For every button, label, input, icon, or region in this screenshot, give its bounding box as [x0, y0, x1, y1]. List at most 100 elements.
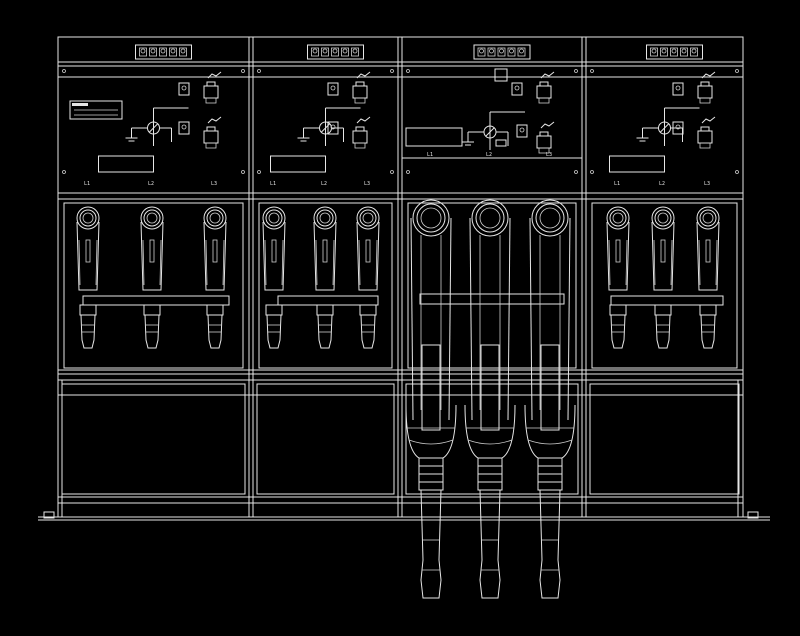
cable-sleeve-segment: [418, 465, 444, 475]
padlock-base: [538, 97, 550, 104]
indicator-dot: [671, 48, 677, 54]
indicator-dot: [691, 48, 697, 54]
cable-termination-icon: [203, 206, 227, 230]
cable-sleeve-segment: [477, 457, 503, 467]
indicator-dot: [681, 48, 687, 54]
padlock-base: [205, 142, 217, 149]
indicator-lamp-icon: [517, 47, 526, 57]
bushing-bulb: [524, 404, 576, 459]
termination-body: [356, 221, 380, 291]
fixing-hole: [241, 170, 245, 174]
padlock-icon: [536, 85, 552, 99]
fixing-hole: [590, 69, 594, 73]
termination-shade: [698, 239, 718, 286]
fixing-hole: [62, 69, 66, 73]
fixing-hole: [241, 69, 245, 73]
padlock-icon: [203, 85, 219, 99]
termination-ring: [265, 209, 283, 227]
indicator-dot: [352, 48, 358, 54]
fixing-hole: [390, 69, 394, 73]
panel-1: [61, 44, 246, 495]
indicator-lamp-icon: [149, 47, 157, 57]
indicator-lamp-icon: [139, 47, 147, 57]
bushing-ring: [535, 203, 565, 233]
lower-compartment: [61, 383, 246, 495]
cable-termination-icon: [262, 206, 286, 230]
indicator-dot: [651, 48, 657, 54]
termination-marker: [660, 239, 666, 263]
bushing-body-left: [410, 217, 414, 421]
cable-clamp: [206, 304, 224, 316]
cable-end: [144, 314, 160, 349]
fixing-hole: [574, 170, 578, 174]
key-switch-icon: [327, 121, 339, 135]
key-hole: [181, 85, 187, 91]
cable-sleeve-segment: [418, 457, 444, 467]
padlock-base: [354, 97, 366, 104]
cable-clamp: [654, 304, 672, 316]
cable-clamp: [316, 304, 334, 316]
nameplate: [609, 155, 665, 173]
termination-marker: [365, 239, 371, 263]
termination-shade: [315, 239, 335, 286]
termination-marker: [212, 239, 218, 263]
cable-sleeve-segment: [537, 457, 563, 467]
lever-handle-icon: [207, 71, 222, 79]
cable-compartment: [258, 202, 393, 369]
bushing-ring: [416, 203, 446, 233]
termination-ring: [79, 209, 97, 227]
bushing-body-right: [507, 217, 511, 421]
cable-end: [610, 314, 626, 349]
padlock-base: [354, 142, 366, 149]
support-bar: [277, 295, 379, 306]
termination-marker: [85, 239, 91, 263]
panel-3: [402, 44, 582, 599]
support-bar: [610, 295, 724, 306]
lever-handle-icon: [540, 71, 555, 79]
cable-sleeve-segment: [477, 465, 503, 475]
bushing-sleeve: [540, 344, 560, 431]
cable-termination-icon: [356, 206, 380, 230]
padlock-shackle: [700, 81, 710, 86]
indicator-strip: [307, 44, 364, 60]
bushing-body-left: [469, 217, 473, 421]
termination-shade: [653, 239, 673, 286]
cable-sleeve-segment: [537, 473, 563, 483]
termination-ring: [359, 209, 377, 227]
indicator-dot: [150, 48, 156, 54]
cable-sleeve-segment: [418, 473, 444, 483]
termination-body: [313, 221, 337, 291]
lower-compartment: [256, 383, 395, 495]
padlock-base: [699, 97, 711, 104]
termination-body: [651, 221, 675, 291]
cable-termination-icon: [696, 206, 720, 230]
disconnector-blade: [149, 123, 158, 133]
bushing-ring: [475, 203, 505, 233]
lever-handle-icon: [356, 116, 371, 124]
indicator-lamp-icon: [660, 47, 668, 57]
support-bar: [82, 295, 230, 306]
padlock-shackle: [206, 126, 216, 131]
lever-handle-icon: [207, 116, 222, 124]
nameplate: [405, 127, 463, 147]
padlock-icon: [203, 130, 219, 144]
key-switch-icon: [327, 82, 339, 96]
key-switch-icon: [511, 82, 523, 96]
indicator-dot: [499, 48, 504, 54]
key-hole: [519, 127, 525, 133]
indicator-dot: [489, 48, 494, 54]
key-hole: [181, 124, 187, 130]
termination-shade: [264, 239, 284, 286]
fixing-hole: [735, 170, 739, 174]
cable-end: [80, 314, 96, 349]
phase-label: L2: [148, 181, 154, 187]
lever-handle-icon: [701, 71, 716, 79]
key-hole: [675, 124, 681, 130]
cable-termination-icon: [606, 206, 630, 230]
termination-ring: [654, 209, 672, 227]
key-hole: [330, 124, 336, 130]
termination-shade: [78, 239, 98, 286]
phase-label: L2: [321, 181, 327, 187]
termination-shade: [142, 239, 162, 286]
